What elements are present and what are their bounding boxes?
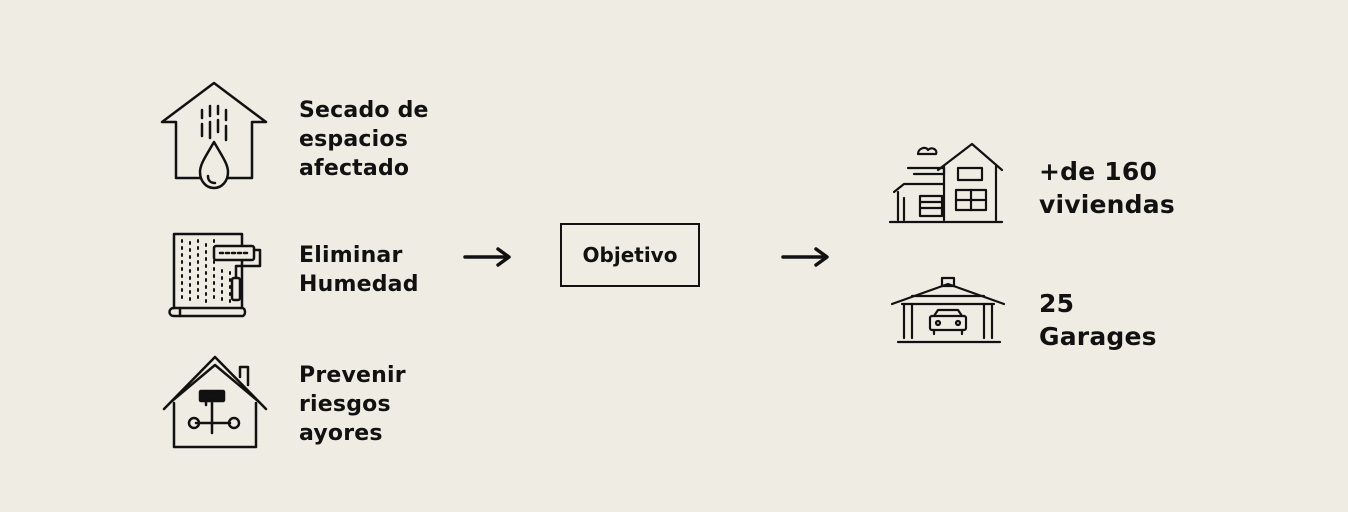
label-line: riesgos [299,392,391,417]
label-line: Prevenir [299,363,406,388]
label-line: afectado [299,156,410,181]
label-line: ayores [299,421,383,446]
label-line: Garages [1039,322,1157,351]
arrow-right-icon [781,246,831,272]
label-line: Secado de [299,98,429,123]
label-line: 25 [1039,289,1075,318]
arrow-right-icon [463,246,513,272]
right-item-1-label: +de 160 viviendas [1039,155,1175,221]
label-line: viviendas [1039,190,1175,219]
wall-paint-roller-icon [166,230,264,322]
left-item-3-label: Prevenir riesgos ayores [299,361,406,448]
house-tools-icon [160,353,270,451]
label-line: espacios [299,127,409,152]
garage-car-icon [890,276,1006,348]
house-building-icon [888,140,1006,226]
right-item-2-label: 25 Garages [1039,287,1157,353]
house-water-drop-icon [158,80,270,196]
left-item-1-label: Secado de espacios afectado [299,96,429,183]
goal-box: Objetivo [560,223,700,287]
label-line: Eliminar [299,243,403,268]
label-line: +de 160 [1039,157,1158,186]
goal-label: Objetivo [582,243,678,267]
left-item-2-label: Eliminar Humedad [299,241,419,299]
label-line: Humedad [299,272,419,297]
